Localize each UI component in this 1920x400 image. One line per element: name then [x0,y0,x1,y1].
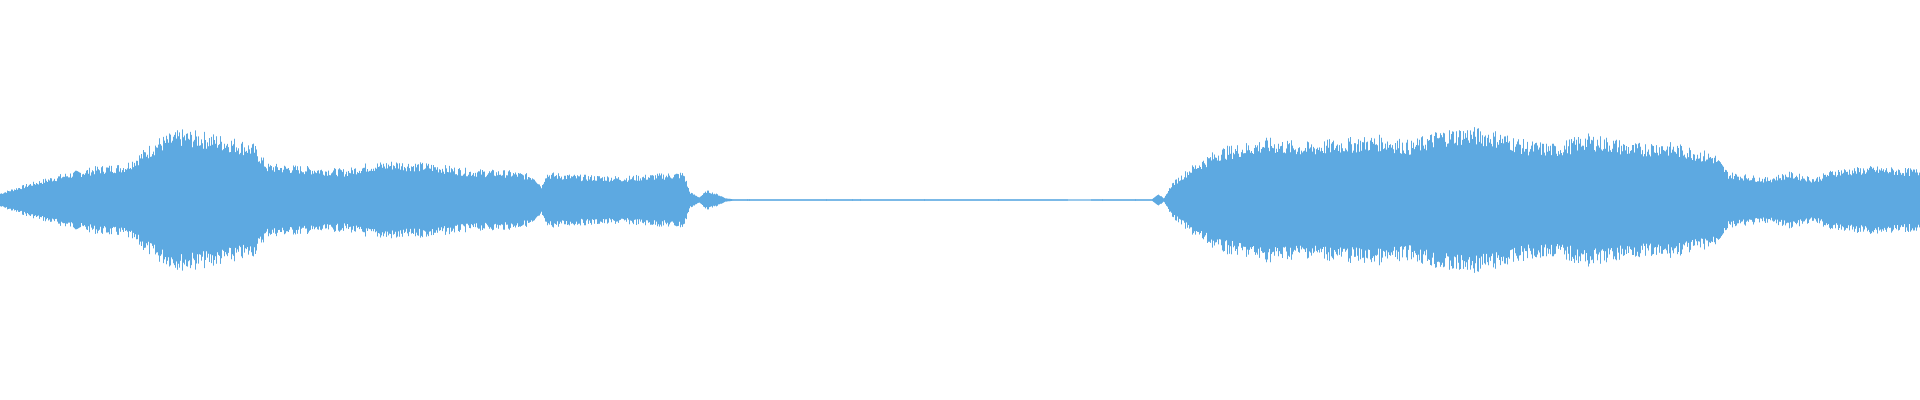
waveform-samples [0,127,1920,273]
waveform-peaks [0,127,1920,273]
